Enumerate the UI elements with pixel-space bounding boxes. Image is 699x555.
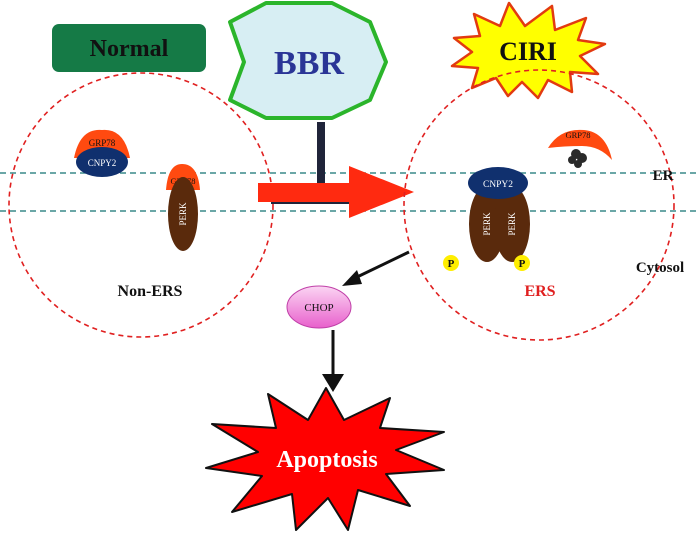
- apoptosis-starburst: Apoptosis: [205, 387, 445, 531]
- chop-node: CHOP: [286, 285, 352, 329]
- misfolded-protein-icon: [568, 149, 587, 168]
- ers-cell-circle: [403, 69, 675, 341]
- phospho-label-right: P: [519, 258, 526, 270]
- transition-arrow: [258, 166, 414, 218]
- perk-label-right-b: PERK: [507, 212, 517, 236]
- grp78-label-left: GRP78: [89, 138, 116, 148]
- cnpy2-bound-right: [468, 167, 528, 199]
- ers-to-chop-arrow: [342, 250, 410, 286]
- cytosol-label: Cytosol: [636, 260, 684, 276]
- normal-label: Normal: [90, 36, 169, 62]
- apoptosis-label: Apoptosis: [276, 447, 377, 473]
- ciri-label: CIRI: [499, 37, 557, 66]
- chop-label: CHOP: [304, 302, 333, 314]
- perk-label-right-a: PERK: [482, 212, 492, 236]
- perk-receptor-left: GRP78 PERK: [166, 164, 200, 251]
- cnpy2-label-right: CNPY2: [483, 180, 513, 190]
- ers-label: ERS: [524, 283, 555, 300]
- grp78-free-right: GRP78: [548, 129, 612, 160]
- bbr-label: BBR: [274, 45, 344, 82]
- normal-box: Normal: [52, 24, 206, 72]
- phospho-dot-left: P: [443, 255, 459, 271]
- phospho-label-left: P: [448, 258, 455, 270]
- cnpy2-label-left: CNPY2: [88, 158, 117, 168]
- non-ers-label: Non-ERS: [118, 283, 183, 300]
- grp78-label-right: GRP78: [565, 130, 590, 140]
- grp78-cnpy2-complex-left: GRP78 CNPY2: [74, 129, 130, 177]
- ciri-starburst: CIRI: [450, 1, 607, 100]
- non-ers-cell-circle: [8, 72, 274, 338]
- bbr-octagon: BBR: [228, 1, 388, 120]
- er-label: ER: [653, 168, 674, 184]
- phospho-dot-right: P: [514, 255, 530, 271]
- perk-label-left: PERK: [178, 202, 188, 226]
- chop-to-apoptosis-arrow: [322, 330, 344, 392]
- perk-dimer-right: PERK PERK CNPY2: [468, 167, 530, 262]
